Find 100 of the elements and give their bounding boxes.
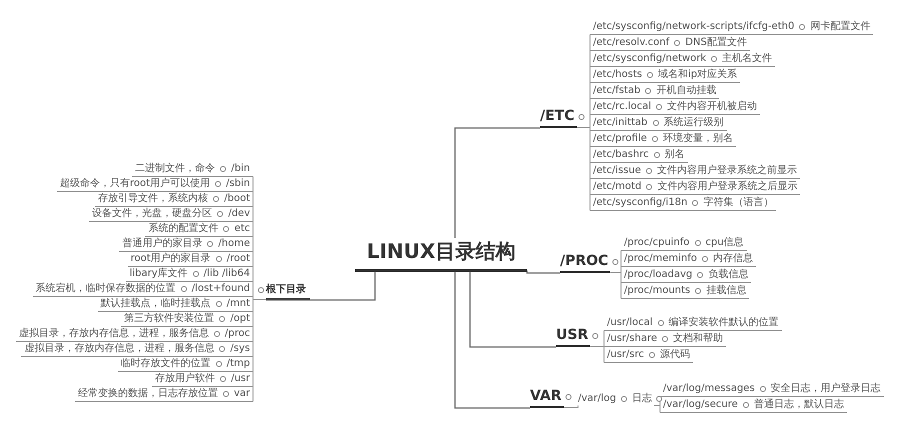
leaf-topic [621, 285, 750, 299]
description-text: 系统运行级别 [664, 117, 724, 129]
main-branch-topic [560, 253, 610, 273]
description-text: 源代码 [660, 349, 690, 361]
leaf-topic [660, 383, 884, 397]
leaf-topic [621, 253, 756, 267]
description-text: 超级命令，只有root用户可以使用 [60, 178, 210, 190]
connector-line [563, 405, 578, 408]
central-topic [355, 238, 527, 272]
directory-path: /etc/sysconfig/network [593, 53, 706, 65]
topic-label: VAR [530, 388, 562, 404]
leaf-topic [590, 101, 760, 115]
description-text: 日志 [632, 393, 652, 405]
leaf-topic [128, 253, 253, 267]
leaf-topic [621, 269, 752, 283]
leaf-topic [119, 238, 253, 252]
connector-line [590, 346, 604, 363]
directory-path: /opt [230, 313, 250, 325]
directory-path: /etc/profile [593, 133, 647, 145]
directory-path: /etc/inittab [593, 117, 648, 129]
description-text: 二进制文件，命令 [135, 163, 216, 175]
leaf-topic [145, 223, 253, 237]
main-branch-topic [266, 282, 310, 300]
leaf-topic [121, 313, 253, 327]
directory-path: /bin [231, 163, 250, 175]
leaf-topic [126, 268, 253, 282]
connector-line [576, 127, 590, 211]
directory-path: /etc/sysconfig/i18n [593, 197, 688, 209]
leaf-topic [590, 117, 727, 131]
leaf-topic [621, 237, 747, 251]
description-text: 存放用户软件 [154, 373, 215, 385]
description-text: 虚拟目录，存放内存信息，进程，服务信息 [18, 328, 209, 340]
leaf-topic [21, 343, 253, 357]
leaf-topic [32, 283, 253, 297]
connector-line [469, 270, 556, 348]
directory-path: /dev [228, 208, 250, 220]
description-text: 环境变量，别名 [662, 133, 733, 145]
leaf-topic [604, 333, 726, 347]
directory-path: /var/log/messages [663, 383, 755, 395]
leaf-topic [98, 298, 253, 312]
description-text: 虚拟目录，存放内存信息，进程，服务信息 [24, 343, 214, 355]
connector-line [454, 127, 540, 238]
directory-path: var [234, 388, 250, 400]
description-text: libary库文件 [129, 268, 188, 280]
connector-line [610, 272, 622, 299]
description-text: 第三方软件安装位置 [124, 313, 214, 325]
title-text: LINUX目录结构 [366, 238, 516, 265]
leaf-topic [590, 85, 720, 99]
main-branch-topic [540, 108, 577, 128]
description-text: 安全日志，用户登录日志 [770, 383, 881, 395]
directory-path: /lib /lib64 [204, 268, 250, 280]
directory-path: /etc/motd [593, 181, 642, 193]
description-text: 设备文件，光盘，硬盘分区 [92, 208, 212, 220]
description-text: 存放引导文件，系统内核 [98, 193, 208, 205]
directory-path: /proc/meminfo [624, 253, 697, 265]
leaf-topic [590, 133, 736, 147]
directory-path: /boot [224, 193, 250, 205]
main-branch-topic [530, 388, 564, 408]
leaf-topic [604, 349, 693, 363]
leaf-topic [152, 373, 253, 387]
topic-label: /PROC [560, 253, 608, 269]
directory-path: /proc [224, 328, 250, 340]
description-text: 负载信息 [708, 269, 748, 281]
directory-path: /etc/rc.local [593, 101, 652, 113]
description-text: 挂载信息 [706, 285, 746, 297]
directory-path: /proc/cpuinfo [624, 237, 690, 249]
topic-label: USR [556, 327, 588, 343]
directory-path: /etc/fstab [593, 85, 640, 97]
directory-path: /usr/share [607, 333, 658, 345]
connector-line [654, 405, 660, 413]
leaf-topic [56, 178, 253, 192]
directory-path: /usr [230, 373, 250, 385]
leaf-topic [590, 37, 750, 51]
directory-path: /etc/issue [593, 165, 641, 177]
leaf-topic [590, 165, 800, 179]
description-text: 内存信息 [712, 253, 753, 265]
leaf-topic [74, 388, 253, 402]
directory-path: /proc/mounts [624, 285, 690, 297]
description-text: 文件内容用户登录系统之后显示 [657, 181, 798, 193]
directory-path: /etc/bashrc [593, 149, 649, 161]
leaf-topic [590, 181, 800, 195]
directory-path: /home [218, 238, 250, 250]
description-text: cpu信息 [706, 237, 744, 249]
description-text: 文档和帮助 [673, 333, 724, 345]
directory-path: /usr/local [607, 317, 653, 329]
directory-path: /etc/sysconfig/network-scripts/ifcfg-eth0 [593, 21, 794, 33]
leaf-topic [660, 399, 847, 413]
directory-path: /mnt [226, 298, 250, 310]
description-text: 临时存放文件的位置 [120, 358, 211, 370]
description-text: 别名 [664, 149, 685, 161]
description-text: 字符集（语言） [703, 197, 774, 209]
directory-path: /sys [230, 343, 250, 355]
description-text: 主机名文件 [722, 53, 772, 65]
leaf-topic [132, 163, 253, 177]
description-text: 普通日志，默认日志 [754, 399, 844, 411]
directory-path: /etc/resolv.conf [593, 37, 670, 49]
description-text: 编译安装软件默认的位置 [668, 317, 779, 329]
leaf-topic [590, 197, 776, 211]
leaf-topic [95, 193, 253, 207]
leaf-topic [590, 21, 874, 35]
